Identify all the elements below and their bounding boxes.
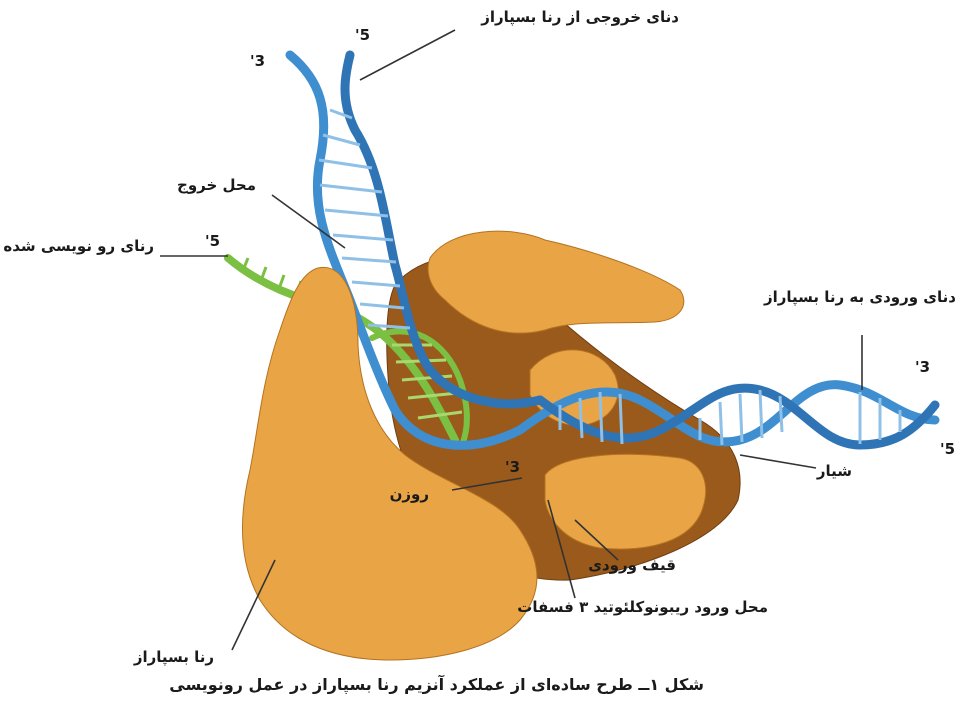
- label-nucleotide-entry: محل ورود ریبونوکلئوتید ۳ فسفات: [517, 598, 768, 616]
- label-exit-site: محل خروج: [177, 176, 256, 194]
- enzyme-bottom-lobe: [545, 454, 706, 549]
- end-top-5: 5': [355, 26, 370, 44]
- enzyme-top-lobe: [428, 231, 684, 333]
- label-entry-funnel: قیف ورودی: [588, 556, 676, 574]
- end-right-5: 5': [940, 440, 955, 458]
- leader-dna-exiting: [360, 30, 455, 80]
- label-dna-entering: دنای ورودی به رنا بسپاراز: [764, 288, 956, 306]
- figure-caption: شکل ۱ــ طرح ساده‌ای از عملکرد آنزیم رنا …: [169, 676, 704, 694]
- end-top-3: 3': [250, 52, 265, 70]
- label-groove: شیار: [817, 462, 852, 480]
- label-rna-polymerase: رنا بسپاراز: [134, 648, 214, 666]
- end-rna-3: 3': [505, 458, 520, 476]
- leader-exit-site: [272, 195, 345, 248]
- label-transcribed-rna: رنای رو نویسی شده: [3, 237, 154, 255]
- label-pore: روزن: [390, 485, 429, 503]
- label-dna-exiting: دنای خروجی از رنا بسپاراز: [481, 8, 679, 26]
- dna-entering-helix: [520, 385, 935, 445]
- end-rna-5: 5': [205, 232, 220, 250]
- end-right-3: 3': [915, 358, 930, 376]
- leader-groove: [740, 455, 816, 468]
